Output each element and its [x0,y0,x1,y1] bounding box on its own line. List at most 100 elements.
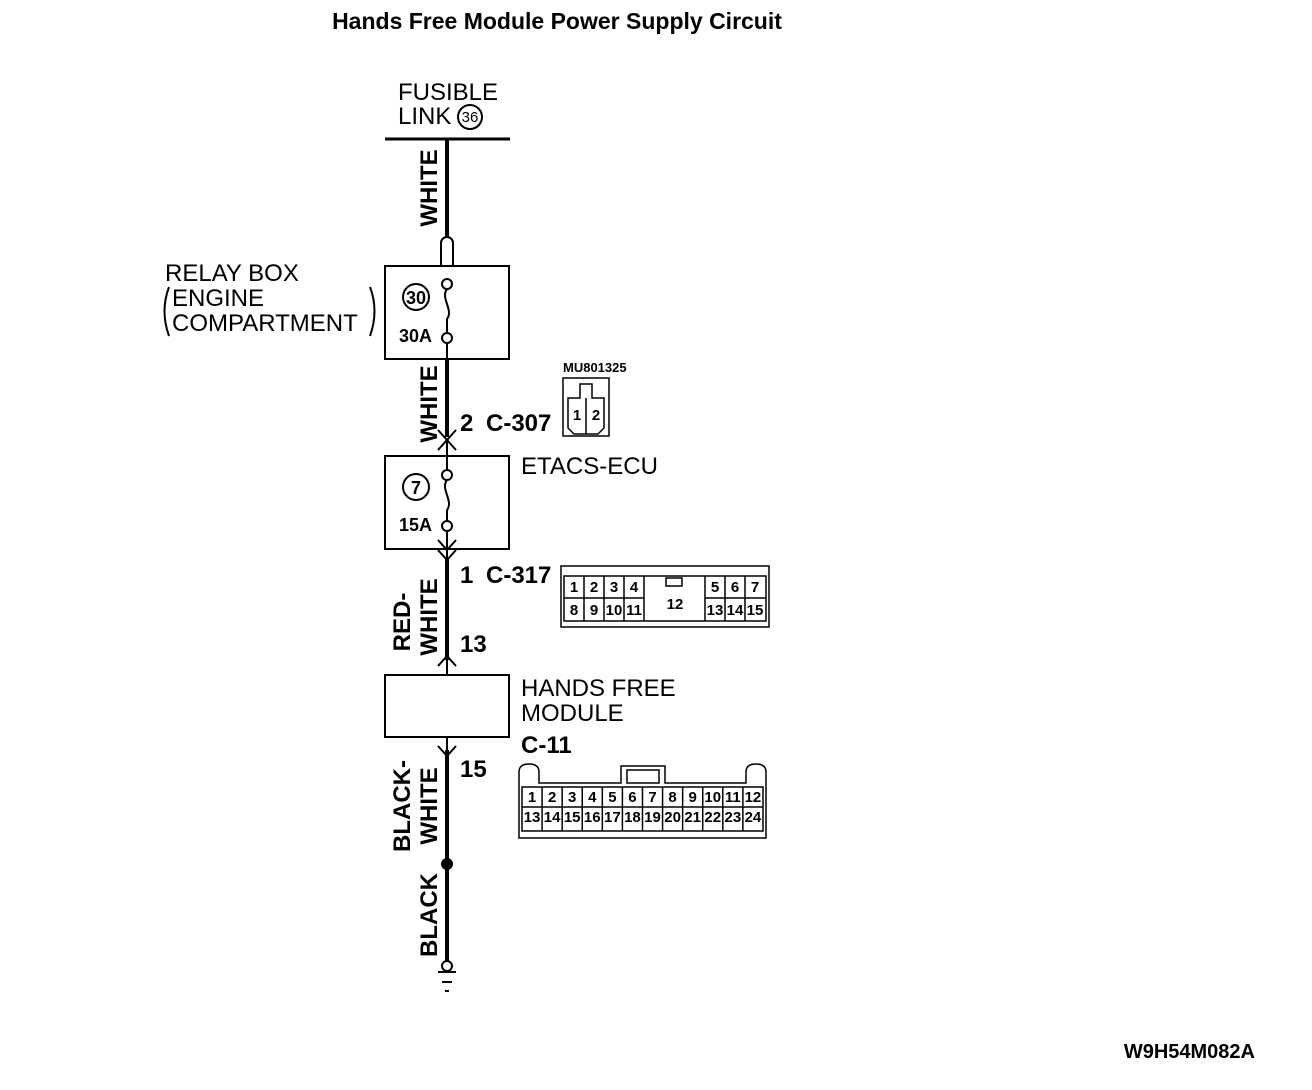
fuse-30-number: 30 [406,288,426,308]
relay-box-junction [440,236,454,266]
fusible-link-number-circle [457,104,483,130]
connector-c307: 2 C-307 MU801325 1 2 [437,360,627,442]
fuse-7-element [444,479,450,521]
c317-cell: 13 [707,602,724,619]
c317-cell: 6 [731,579,739,596]
c317-cell: 9 [590,602,598,619]
fuse-7-terminal-bottom [441,520,453,532]
c11-cell: 12 [745,789,762,806]
wire-color-red: RED- [389,593,416,652]
c317-housing [560,565,770,628]
c317-cell: 11 [626,602,642,619]
hands-free-module: HANDS FREE MODULE 15 [384,674,676,783]
c307-face [567,383,605,435]
c317-cell: 8 [570,602,578,619]
relay-box-paren-right [369,286,376,337]
c317-pin: 1 [460,562,473,589]
etacs-label: ETACS-ECU [521,453,658,480]
c11-cell: 2 [548,789,556,806]
c11-cell: 9 [689,789,697,806]
c11-cell: 18 [624,809,641,826]
wire-color-white-3: WHITE [416,578,443,655]
c307-pin-1: 1 [573,407,581,424]
splice-point [441,858,453,870]
c11-cell: 10 [704,789,721,806]
fuse-7-rating: 15A [399,515,432,535]
c307-pin: 2 [460,410,473,437]
fuse-30-number-circle [402,283,430,311]
relay-box-label-compartment: COMPARTMENT [172,310,358,337]
c11-cell: 8 [668,789,676,806]
c317-cell: 14 [727,602,744,619]
fuse-30-rating: 30A [399,326,432,346]
c317-cell-center: 12 [667,596,684,613]
wire-color-white-4: WHITE [416,767,443,844]
c317-cell: 5 [711,579,719,596]
c11-cell: 19 [644,809,661,826]
c307-name: C-307 [486,410,551,437]
c11-cell: 22 [704,809,721,826]
fuse-7-number: 7 [411,478,421,498]
c11-pin: 15 [460,756,487,783]
c11-cell: 21 [684,809,701,826]
c11-cell: 5 [608,789,616,806]
figure-code: W9H54M082A [1124,1041,1255,1063]
c317-name: C-317 [486,562,551,589]
c11-cell: 14 [544,809,561,826]
relay-box: RELAY BOX ENGINE COMPARTMENT 30 30A [163,236,510,360]
etacs-ecu: ETACS-ECU 7 15A [384,438,658,562]
c11-columns [541,787,744,831]
c307-housing [562,377,610,437]
main-wire [441,139,453,962]
wire-color-white-1: WHITE [416,149,443,226]
ground-symbol [438,960,456,992]
c317-cell: 2 [590,579,598,596]
c317-cell: 10 [606,602,623,619]
hfm-outline [384,674,510,738]
hfm-arrow-bottom [437,745,457,758]
fusible-link-number: 36 [462,109,479,126]
c11-cell: 3 [568,789,576,806]
c317-latch [665,577,683,587]
c11-cell: 1 [528,789,536,806]
fuse-30-terminal-bottom [441,332,453,344]
relay-box-paren-left [163,286,170,337]
c317-pin-13: 13 [460,631,487,658]
fuse-7-number-circle [402,473,430,501]
fusible-link: FUSIBLE LINK 36 [385,79,510,141]
c11-cell: 24 [745,809,762,826]
c11-cell: 23 [724,809,741,826]
c11-cell: 13 [524,809,541,826]
fusible-link-label-1: FUSIBLE [398,79,498,106]
connector-c317: 1 C-317 13 1 2 3 4 5 6 7 8 9 10 11 12 13… [437,562,770,675]
page-title: Hands Free Module Power Supply Circuit [332,8,782,34]
fusible-link-label-2: LINK [398,103,451,130]
c11-cell: 6 [628,789,636,806]
fuse-30-terminal-top [441,278,453,290]
relay-box-label-engine: ENGINE [172,285,264,312]
c317-cell: 1 [570,579,578,596]
etacs-arrow-bottom-2 [437,549,457,562]
c11-cell: 11 [725,789,741,806]
fuse-30-element [444,288,450,333]
c11-cell: 4 [588,789,597,806]
c11-name: C-11 [521,732,572,759]
c307-part-number: MU801325 [563,360,627,375]
c317-cell: 4 [630,579,639,596]
etacs-arrow-bottom-1 [437,539,457,552]
c307-pin-2: 2 [592,407,600,424]
c11-housing [518,763,767,839]
fuse-7-terminal-top [441,469,453,481]
c317-cell: 7 [751,579,759,596]
c317-cell: 15 [747,602,764,619]
hfm-label-1: HANDS FREE [521,675,676,702]
ground-terminal [441,960,453,972]
c11-cell: 17 [604,809,621,826]
c11-cell: 7 [648,789,656,806]
c11-latch [626,769,660,784]
hfm-label-2: MODULE [521,700,624,727]
wire-color-black-1: BLACK- [389,760,416,852]
